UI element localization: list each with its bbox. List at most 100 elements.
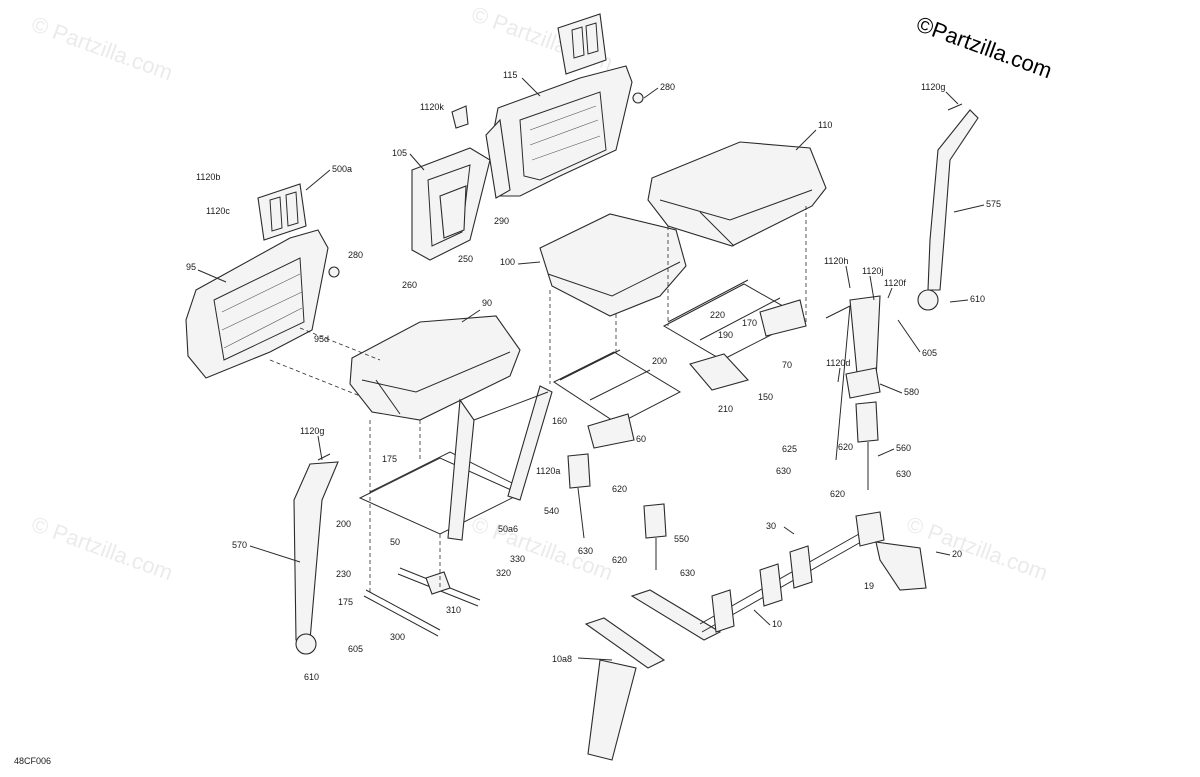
callout-630: 630 xyxy=(896,469,911,479)
left-headrest xyxy=(257,183,307,241)
callout-540: 540 xyxy=(544,506,559,516)
nut-280-top xyxy=(632,92,644,104)
callout-labels: 1120g 575 610 605 1120f 1120j 1120h 1120… xyxy=(186,70,1001,682)
buckle-560 xyxy=(855,401,879,490)
callout-620: 620 xyxy=(612,484,627,494)
callout-330: 330 xyxy=(510,554,525,564)
callout-310: 310 xyxy=(446,605,461,615)
callout-50: 50 xyxy=(390,537,400,547)
callout-1120c: 1120c xyxy=(206,206,230,216)
left-seat-frame-50 xyxy=(358,385,553,541)
left-seat-cushion xyxy=(349,315,521,421)
callout-1120g: 1120g xyxy=(300,426,324,436)
callout-630: 630 xyxy=(776,466,791,476)
callout-620: 620 xyxy=(838,442,853,452)
callout-610: 610 xyxy=(304,672,319,682)
callout-280: 280 xyxy=(348,250,363,260)
callout-1120k: 1120k xyxy=(420,102,444,112)
callout-150: 150 xyxy=(758,392,773,402)
callout-95: 95 xyxy=(186,262,196,272)
leader-lines xyxy=(197,77,985,661)
callout-70: 70 xyxy=(782,360,792,370)
callout-1120j: 1120j xyxy=(862,266,883,276)
watermark: © Partzilla.com xyxy=(28,511,176,585)
callout-1120h: 1120h xyxy=(824,256,848,266)
callout-230: 230 xyxy=(336,569,351,579)
center-seat-cushion xyxy=(539,213,687,317)
callout-95d: 95d xyxy=(314,334,329,344)
buckle-550 xyxy=(643,503,667,570)
callout-620: 620 xyxy=(612,555,627,565)
callout-20: 20 xyxy=(952,549,962,559)
callout-550: 550 xyxy=(674,534,689,544)
center-backrest xyxy=(411,147,491,261)
alignment-guides xyxy=(269,206,807,592)
base-frame-10 xyxy=(584,511,927,761)
slide-rail-300 xyxy=(363,589,441,637)
callout-560: 560 xyxy=(896,443,911,453)
callout-10a8: 10a8 xyxy=(552,654,572,664)
callout-30: 30 xyxy=(766,521,776,531)
callout-170: 170 xyxy=(742,318,757,328)
callout-250: 250 xyxy=(458,254,473,264)
callout-630: 630 xyxy=(578,546,593,556)
nut-280-left xyxy=(328,266,340,278)
callout-500a: 500a xyxy=(332,164,352,174)
callout-50a6: 50a6 xyxy=(498,524,518,534)
callout-160: 160 xyxy=(552,416,567,426)
callout-605: 605 xyxy=(348,644,363,654)
callout-19: 19 xyxy=(864,581,874,591)
left-backrest-frame xyxy=(185,229,329,379)
callout-620: 620 xyxy=(830,489,845,499)
callout-100: 100 xyxy=(500,257,515,267)
callout-60: 60 xyxy=(636,434,646,444)
callout-190: 190 xyxy=(718,330,733,340)
right-seat-cushion xyxy=(647,141,827,247)
callout-10: 10 xyxy=(772,619,782,629)
buckle-540 xyxy=(567,453,591,539)
callout-280: 280 xyxy=(660,82,675,92)
callout-290: 290 xyxy=(494,216,509,226)
left-seat-belt-570 xyxy=(293,453,339,655)
callout-1120g: 1120g xyxy=(921,82,945,92)
callout-1120a: 1120a xyxy=(536,466,560,476)
watermark: © Partzilla.com xyxy=(903,511,1051,585)
callout-175: 175 xyxy=(338,597,353,607)
callout-200: 200 xyxy=(652,356,667,366)
callout-610: 610 xyxy=(970,294,985,304)
callout-575: 575 xyxy=(986,199,1001,209)
slide-rail-310 xyxy=(397,567,481,607)
callout-200: 200 xyxy=(336,519,351,529)
brand-logo-text: ©Partzilla.com xyxy=(913,11,1055,83)
callout-1120d: 1120d xyxy=(826,358,850,368)
callout-210: 210 xyxy=(718,404,733,414)
belt-580 xyxy=(825,295,881,461)
bracket-1120k xyxy=(451,105,469,129)
right-headrest xyxy=(557,13,607,75)
callout-105: 105 xyxy=(392,148,407,158)
right-backrest-frame xyxy=(485,65,633,199)
watermark: © Partzilla.com xyxy=(28,11,176,85)
center-seat-frame-60 xyxy=(552,349,682,449)
right-seat-belt-575 xyxy=(917,103,979,311)
callout-260: 260 xyxy=(402,280,417,290)
right-seat-frame-70 xyxy=(662,279,807,361)
callout-630: 630 xyxy=(680,568,695,578)
callout-605: 605 xyxy=(922,348,937,358)
callout-110: 110 xyxy=(818,120,832,130)
callout-300: 300 xyxy=(390,632,405,642)
callout-570: 570 xyxy=(232,540,247,550)
callout-90: 90 xyxy=(482,298,492,308)
watermark-layer: © Partzilla.com © Partzilla.com © Partzi… xyxy=(28,1,1051,585)
callout-320: 320 xyxy=(496,568,511,578)
callout-1120b: 1120b xyxy=(196,172,220,182)
callout-580: 580 xyxy=(904,387,919,397)
slide-rail-150 xyxy=(689,353,750,391)
callout-115: 115 xyxy=(503,70,517,80)
callout-1120f: 1120f xyxy=(884,278,906,288)
diagram-code: 48CF006 xyxy=(14,756,51,766)
callout-625: 625 xyxy=(782,444,797,454)
callout-175: 175 xyxy=(382,454,397,464)
watermark: © Partzilla.com xyxy=(468,511,616,585)
